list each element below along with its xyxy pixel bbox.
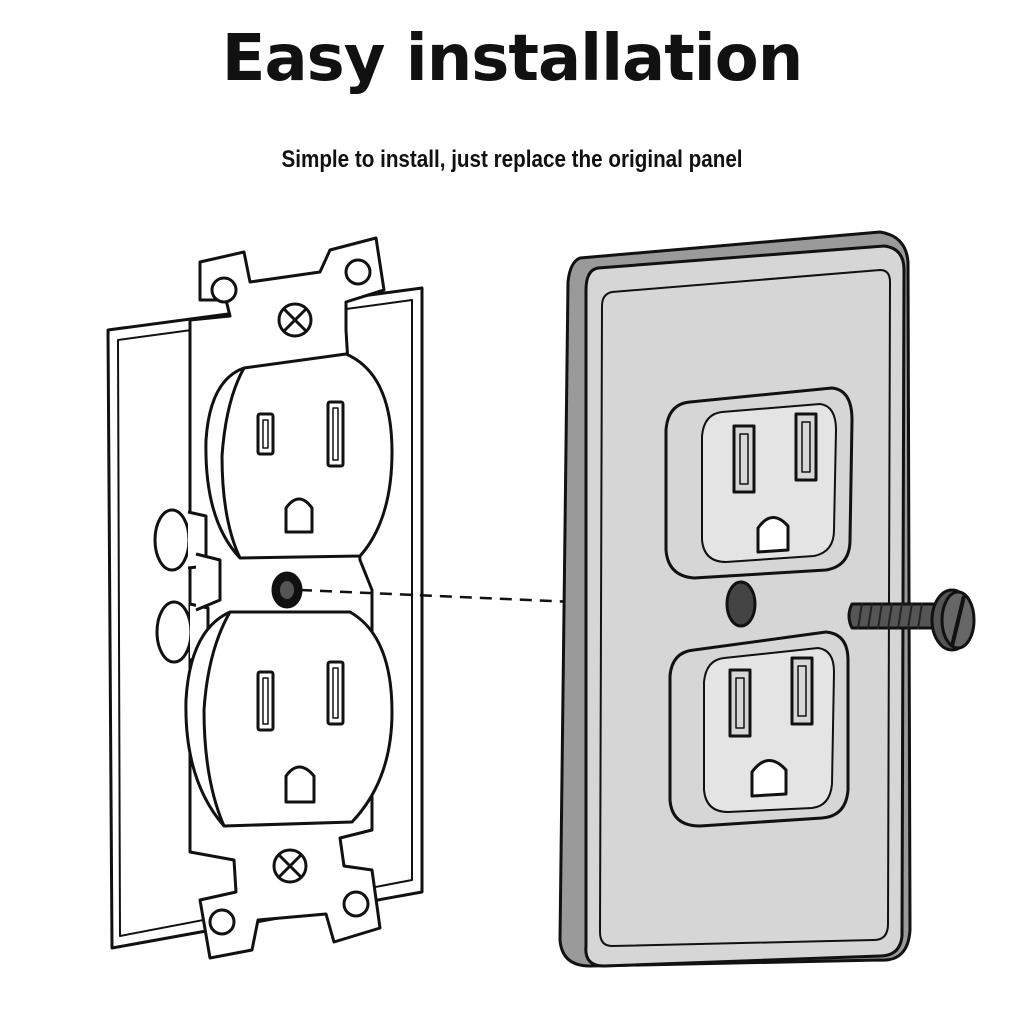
receptacle-center-hole [271, 571, 303, 609]
mounting-screw-x-icon [272, 848, 308, 884]
page-title: Easy installation [221, 22, 804, 96]
outlet-receptacle-icon [184, 610, 394, 828]
screw-icon [847, 588, 976, 652]
alignment-line [299, 588, 849, 616]
strap-hole-icon [208, 908, 236, 936]
terminal-screws [153, 508, 222, 664]
mounting-screw-x-icon [277, 302, 313, 338]
outlet-cover-icon [558, 230, 912, 968]
outlet-receptacle-icon [204, 352, 394, 560]
strap-hole-icon [210, 276, 238, 304]
strap-hole-icon [342, 890, 370, 918]
strap-hole-icon [344, 258, 372, 286]
page-subtitle: Simple to install, just replace the orig… [281, 146, 743, 173]
